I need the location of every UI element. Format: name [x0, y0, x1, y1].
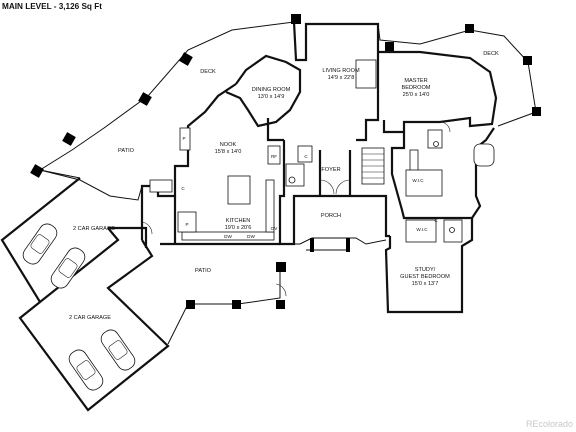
posts [30, 14, 541, 309]
post [310, 238, 314, 252]
refrigerator [267, 145, 281, 165]
wall-study [384, 218, 474, 314]
car-icon [68, 349, 104, 391]
post [291, 14, 301, 24]
toilet [288, 176, 296, 184]
wic-closet-1 [405, 169, 443, 197]
oven-label: OV [271, 226, 279, 231]
post [346, 238, 350, 252]
kitchen-counter-south [181, 231, 275, 241]
post [30, 164, 44, 178]
door-swing [335, 179, 351, 195]
post [465, 24, 474, 33]
door-swing [439, 121, 451, 133]
bathtub [473, 143, 495, 167]
wall-nook-east [266, 118, 284, 142]
post [385, 42, 394, 51]
room-label-study: STUDY/ [415, 267, 436, 273]
post [186, 300, 195, 309]
room-label-study-2: GUEST BEDROOM [400, 274, 450, 280]
room-label-wic-1: W.I.C [412, 178, 424, 183]
room-label-deck-right: DECK [483, 51, 499, 57]
dishwasher-label: DW [224, 234, 232, 239]
door-swing [319, 179, 335, 195]
powder-room [285, 163, 305, 187]
laundry [149, 179, 173, 193]
kitchen-counter-east [265, 179, 275, 233]
pantry [177, 211, 197, 233]
room-label-nook: NOOK [220, 142, 237, 148]
room-size-nook: 15'8 x 14'0 [215, 149, 242, 155]
post [276, 262, 286, 272]
post [138, 92, 152, 106]
room-label-patio-lower: PATIO [195, 268, 212, 274]
post [523, 56, 532, 65]
wall-dining [225, 54, 302, 128]
pantry-label: P [185, 222, 188, 227]
room-size-study: 15'0 x 13'7 [412, 281, 439, 287]
door-swing [141, 221, 153, 235]
post [276, 300, 285, 309]
room-label-patio-upper: PATIO [118, 148, 135, 154]
dishwasher-label: DW [247, 234, 255, 239]
post [179, 52, 193, 66]
room-label-porch: PORCH [321, 213, 341, 219]
room-label-wic-2: W.I.C [416, 227, 428, 232]
fixture-labels: P P RF C C C DW DW OV [181, 136, 438, 239]
sink [449, 227, 455, 233]
room-label-garage-lower: 2 CAR GARAGE [69, 315, 111, 321]
wall-garage-lower [18, 239, 170, 412]
door-swing [275, 283, 287, 297]
kitchen-island [227, 175, 251, 205]
wall-living-north [292, 21, 380, 62]
room-label-garage-upper: 2 CAR GARAGE [73, 226, 115, 232]
room-size-kitchen: 19'0 x 20'6 [225, 225, 252, 231]
room-size-living: 14'9 x 22'8 [328, 75, 355, 81]
room-label-foyer: FOYER [321, 167, 340, 173]
patio-upper-outline [39, 169, 143, 201]
room-label-master-2: BEDROOM [402, 85, 431, 91]
cars [22, 223, 136, 391]
closet-label: C [181, 186, 185, 191]
fixtures [141, 59, 495, 297]
wall-living-east [356, 50, 380, 142]
closet-foyer [297, 145, 313, 163]
room-size-master: 25'0 x 14'0 [403, 92, 430, 98]
watermark: REcolorado [525, 419, 573, 429]
room-label-master: MASTER [404, 78, 427, 84]
patio-lower-outline [167, 262, 281, 345]
room-label-dining: DINING ROOM [252, 87, 291, 93]
post [232, 300, 241, 309]
fireplace [355, 59, 377, 89]
closet-label: C [304, 154, 308, 159]
room-label-living: LIVING ROOM [322, 68, 360, 74]
level-title: MAIN LEVEL - 3,126 Sq Ft [2, 2, 102, 11]
post [532, 107, 541, 116]
car-icon [22, 223, 58, 265]
refrigerator-label: RF [271, 154, 277, 159]
room-size-dining: 13'0 x 14'9 [258, 94, 285, 100]
room-labels: DECK DECK DINING ROOM 13'0 x 14'9 LIVING… [69, 51, 499, 321]
car-icon [100, 329, 136, 371]
wic-closet-2 [405, 219, 437, 243]
wall-garage-divider [108, 226, 148, 248]
sink [433, 141, 439, 147]
post [62, 132, 76, 146]
deck-left-outline [38, 21, 295, 179]
deck-right-outline [377, 23, 537, 127]
porch-outline [294, 237, 387, 245]
car-icon [50, 247, 86, 289]
closet-label: C [434, 218, 438, 223]
nook-counter [179, 127, 191, 151]
room-label-kitchen: KITCHEN [226, 218, 251, 224]
room-label-deck-left: DECK [200, 69, 216, 75]
pantry-label: P [182, 136, 185, 141]
wall-master [378, 50, 498, 134]
